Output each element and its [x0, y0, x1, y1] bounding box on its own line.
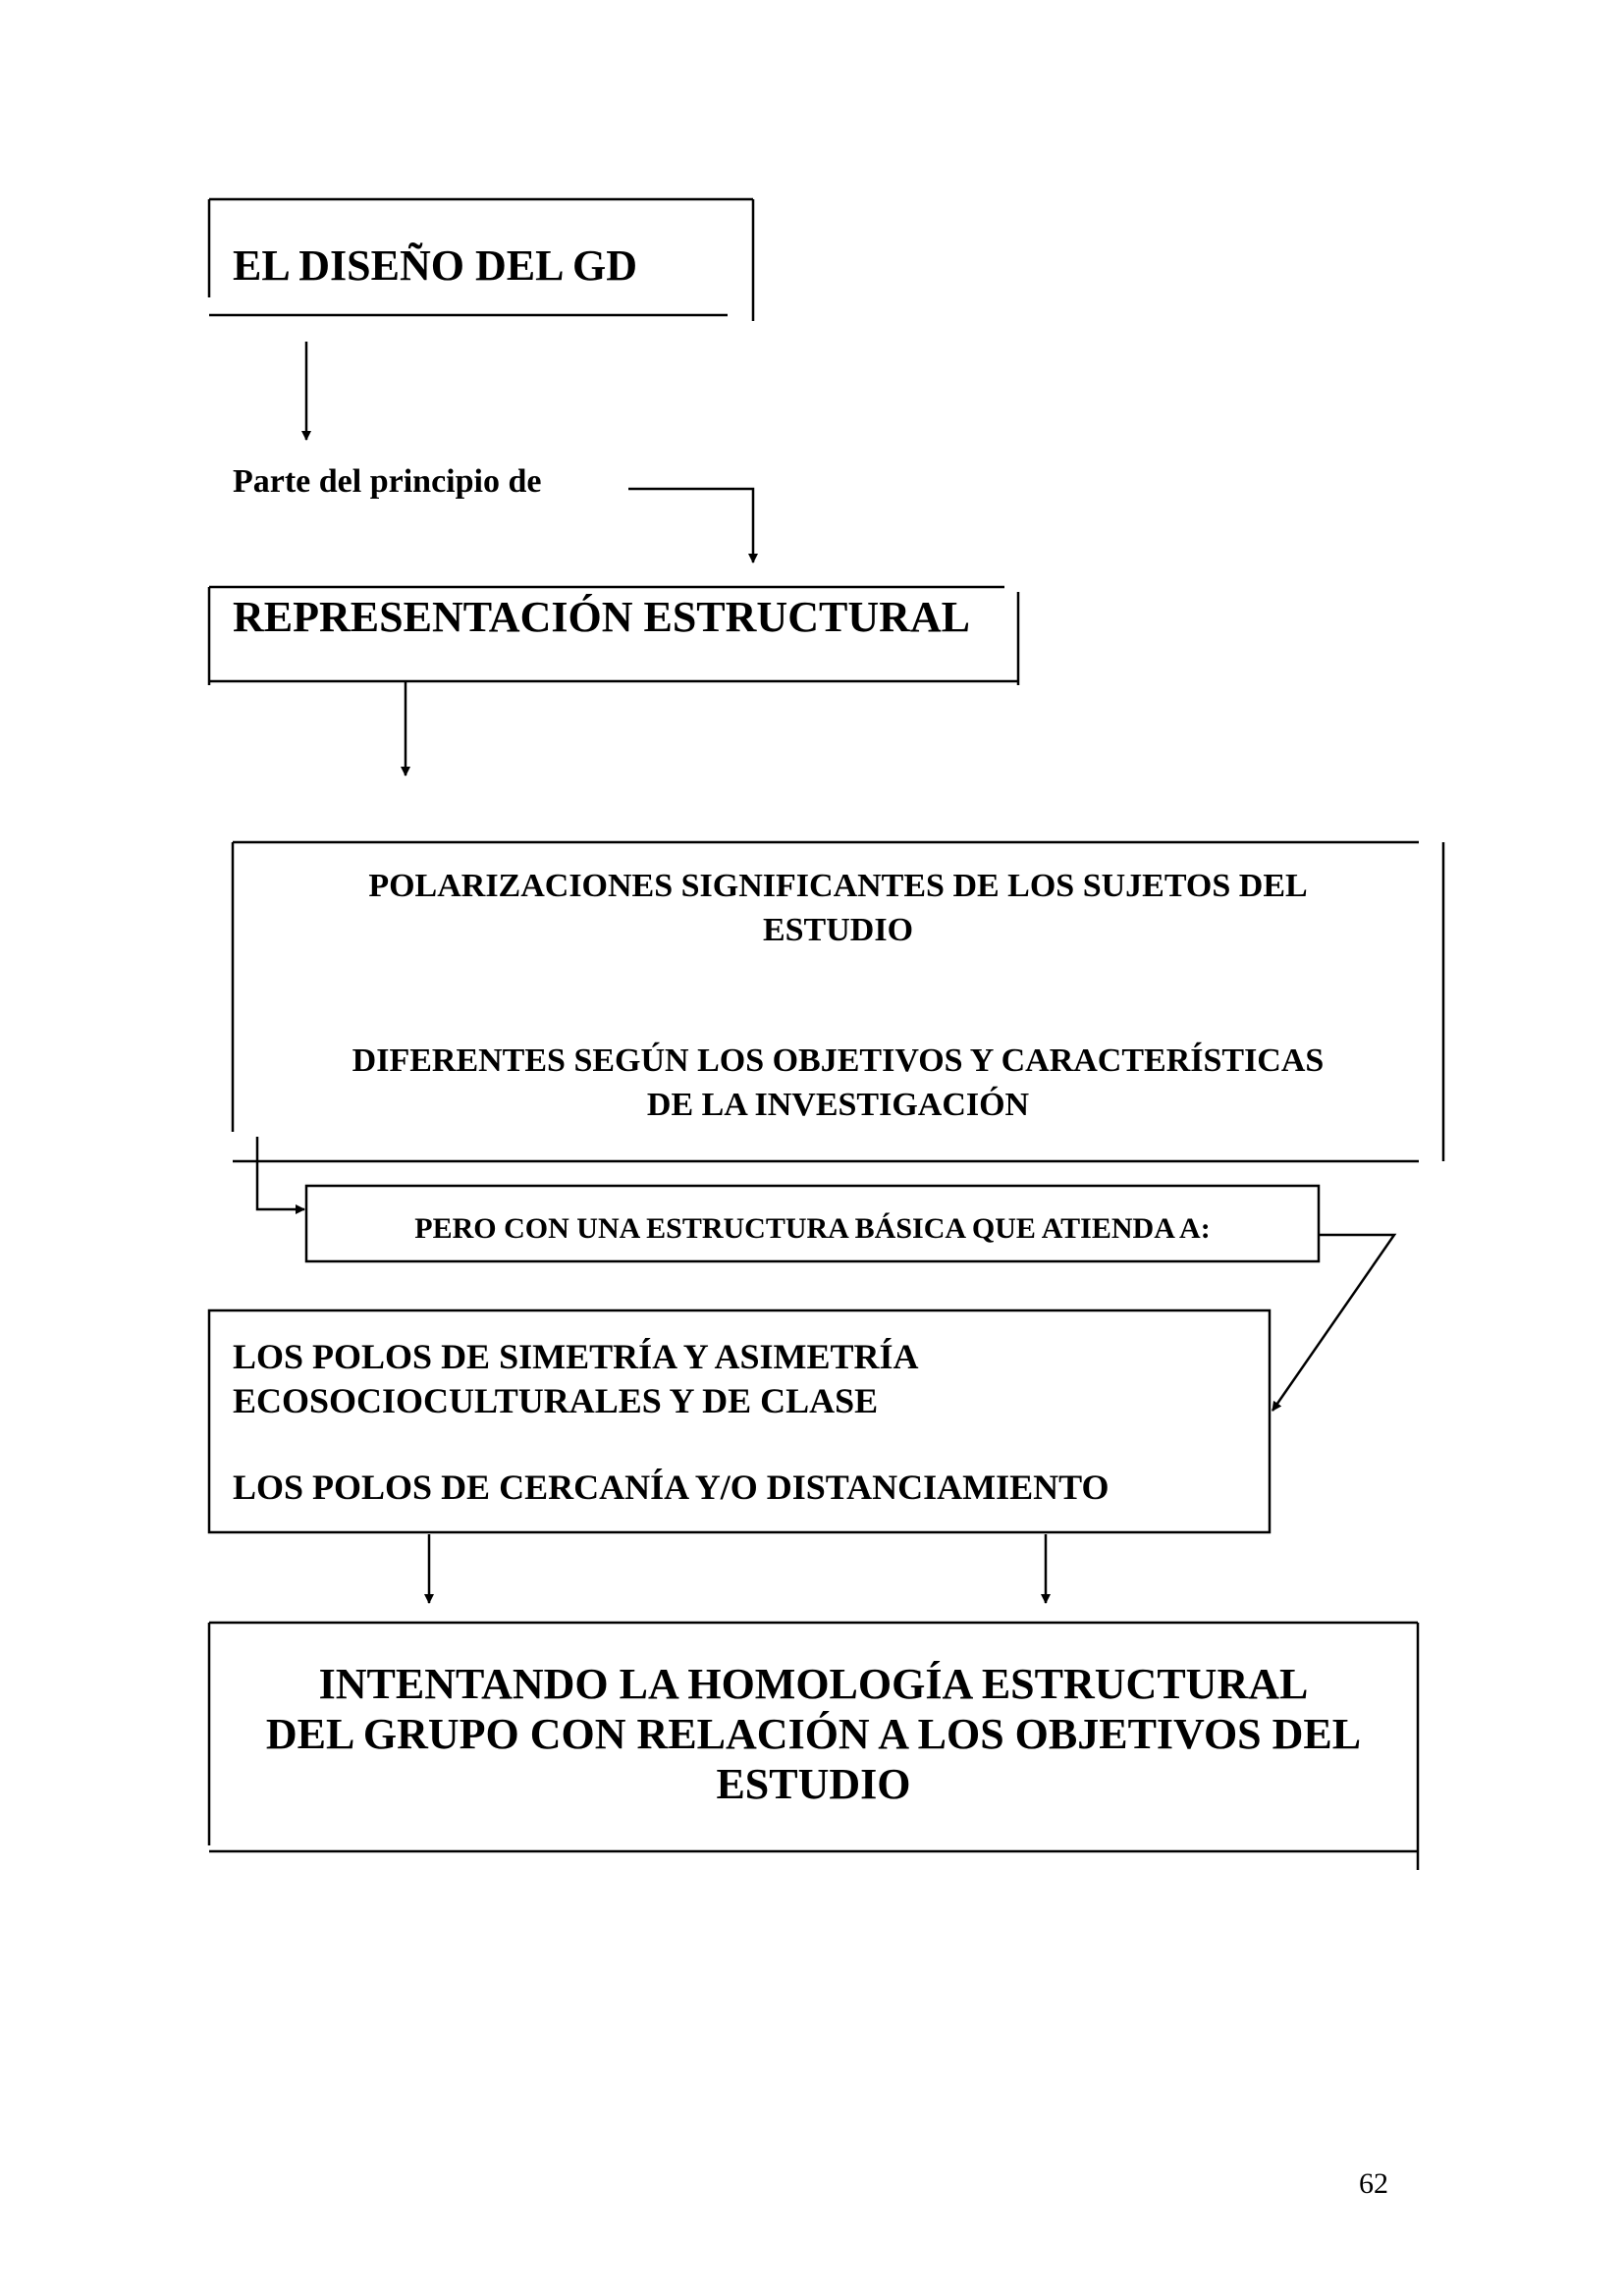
poles-line-1: LOS POLOS DE SIMETRÍA Y ASIMETRÍA: [233, 1337, 919, 1376]
title-box-label: EL DISEÑO DEL GD: [233, 241, 638, 290]
homology-line-1: INTENTANDO LA HOMOLOGÍA ESTRUCTURAL: [318, 1660, 1309, 1708]
homology-box-border: [207, 1621, 1420, 1870]
page-number: 62: [1359, 2167, 1388, 2200]
arrow-structure-to-poles: [1271, 1233, 1397, 1412]
structure-box-label: PERO CON UNA ESTRUCTURA BÁSICA QUE ATIEN…: [414, 1212, 1211, 1245]
polarizations-box-subtext: DIFERENTES SEGÚN LOS OBJETIVOS Y CARACTE…: [233, 1039, 1443, 1127]
arrow-text-to-representation: [628, 487, 758, 563]
homology-line-2: DEL GRUPO CON RELACIÓN A LOS OBJETIVOS D…: [265, 1710, 1362, 1758]
poles-box-border: [207, 1308, 1272, 1534]
poles-box-first: LOS POLOS DE SIMETRÍA Y ASIMETRÍA ECOSOC…: [233, 1335, 919, 1423]
polarizations-line-4: DE LA INVESTIGACIÓN: [646, 1087, 1030, 1123]
representation-box-border: [207, 585, 1020, 685]
homology-box-label: INTENTANDO LA HOMOLOGÍA ESTRUCTURAL DEL …: [209, 1659, 1418, 1809]
polarizations-box-heading: POLARIZACIONES SIGNIFICANTES DE LOS SUJE…: [233, 864, 1443, 952]
structure-box-border: [304, 1184, 1321, 1263]
poles-line-2: ECOSOCIOCULTURALES Y DE CLASE: [233, 1381, 879, 1420]
polarizations-line-1: POLARIZACIONES SIGNIFICANTES DE LOS SUJE…: [368, 868, 1308, 904]
title-box-border: [207, 197, 755, 321]
connector-text: Parte del principio de: [233, 463, 542, 500]
polarizations-line-2: ESTUDIO: [762, 912, 914, 948]
polarizations-line-3: DIFERENTES SEGÚN LOS OBJETIVOS Y CARACTE…: [352, 1042, 1325, 1079]
homology-line-3: ESTUDIO: [716, 1760, 911, 1808]
representation-box-label: REPRESENTACIÓN ESTRUCTURAL: [233, 593, 970, 641]
arrow-polarizations-to-structure: [255, 1137, 305, 1214]
poles-line-3: LOS POLOS DE CERCANÍA Y/O DISTANCIAMIENT…: [233, 1468, 1110, 1507]
polarizations-box-border: [231, 840, 1445, 1163]
